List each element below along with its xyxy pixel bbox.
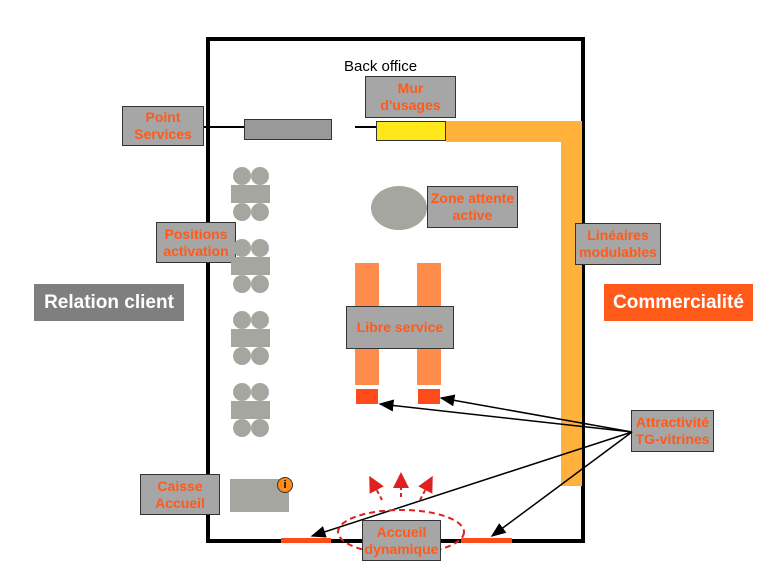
attractivite-line2: TG-vitrines bbox=[635, 431, 710, 447]
relation-client-tag: Relation client bbox=[34, 284, 184, 321]
activation-seats-3 bbox=[231, 311, 270, 365]
lineaires-top-bar bbox=[446, 121, 582, 142]
vitrine-right bbox=[418, 389, 440, 404]
attractivite-label: Attractivité TG-vitrines bbox=[631, 410, 714, 452]
positions-activation-label: Positions activation bbox=[156, 222, 236, 263]
entrance-right bbox=[461, 538, 512, 543]
accueil-line2: dynamique bbox=[364, 540, 439, 557]
lineaires-side-bar bbox=[561, 121, 582, 486]
positions-line2: activation bbox=[163, 242, 229, 259]
store-wall-top bbox=[206, 37, 585, 41]
back-office-label: Back office bbox=[344, 58, 418, 75]
lineaires-line1: Linéaires bbox=[587, 227, 649, 243]
accueil-dynamique-arrows bbox=[369, 472, 433, 501]
store-wall-left bbox=[206, 37, 210, 543]
lineaires-label: Linéaires modulables bbox=[575, 223, 661, 265]
positions-line1: Positions bbox=[164, 225, 228, 242]
commercialite-tag: Commercialité bbox=[604, 284, 753, 321]
activation-seats-4 bbox=[231, 383, 270, 437]
caisse-accueil-label: Caisse Accueil bbox=[140, 474, 220, 515]
zone-attente-line2: active bbox=[452, 207, 493, 223]
vitrine-left bbox=[356, 389, 378, 404]
attractivite-line1: Attractivité bbox=[635, 414, 710, 430]
point-services-label: Point Services bbox=[122, 106, 204, 146]
info-icon: i bbox=[277, 477, 293, 493]
caisse-line2: Accueil bbox=[155, 494, 205, 511]
zone-attente-label: Zone attente active bbox=[427, 186, 518, 228]
store-wall-right bbox=[581, 37, 585, 543]
activation-seats-2 bbox=[231, 239, 270, 293]
accueil-dynamique-label: Accueil dynamique bbox=[362, 520, 441, 561]
caisse-line1: Caisse bbox=[157, 477, 203, 494]
point-services-counter bbox=[244, 119, 332, 140]
waiting-zone-table bbox=[371, 186, 427, 230]
attractivite-arrows bbox=[310, 394, 633, 538]
libre-service-label: Libre service bbox=[346, 306, 454, 349]
lineaires-line2: modulables bbox=[579, 244, 657, 260]
zone-attente-line1: Zone attente bbox=[430, 190, 515, 206]
accueil-line1: Accueil bbox=[376, 523, 427, 540]
entrance-left bbox=[281, 538, 331, 543]
activation-seats-1 bbox=[231, 167, 270, 221]
mur-usages-bar bbox=[376, 121, 446, 141]
mur-usages-label: Mur d'usages bbox=[365, 76, 456, 118]
